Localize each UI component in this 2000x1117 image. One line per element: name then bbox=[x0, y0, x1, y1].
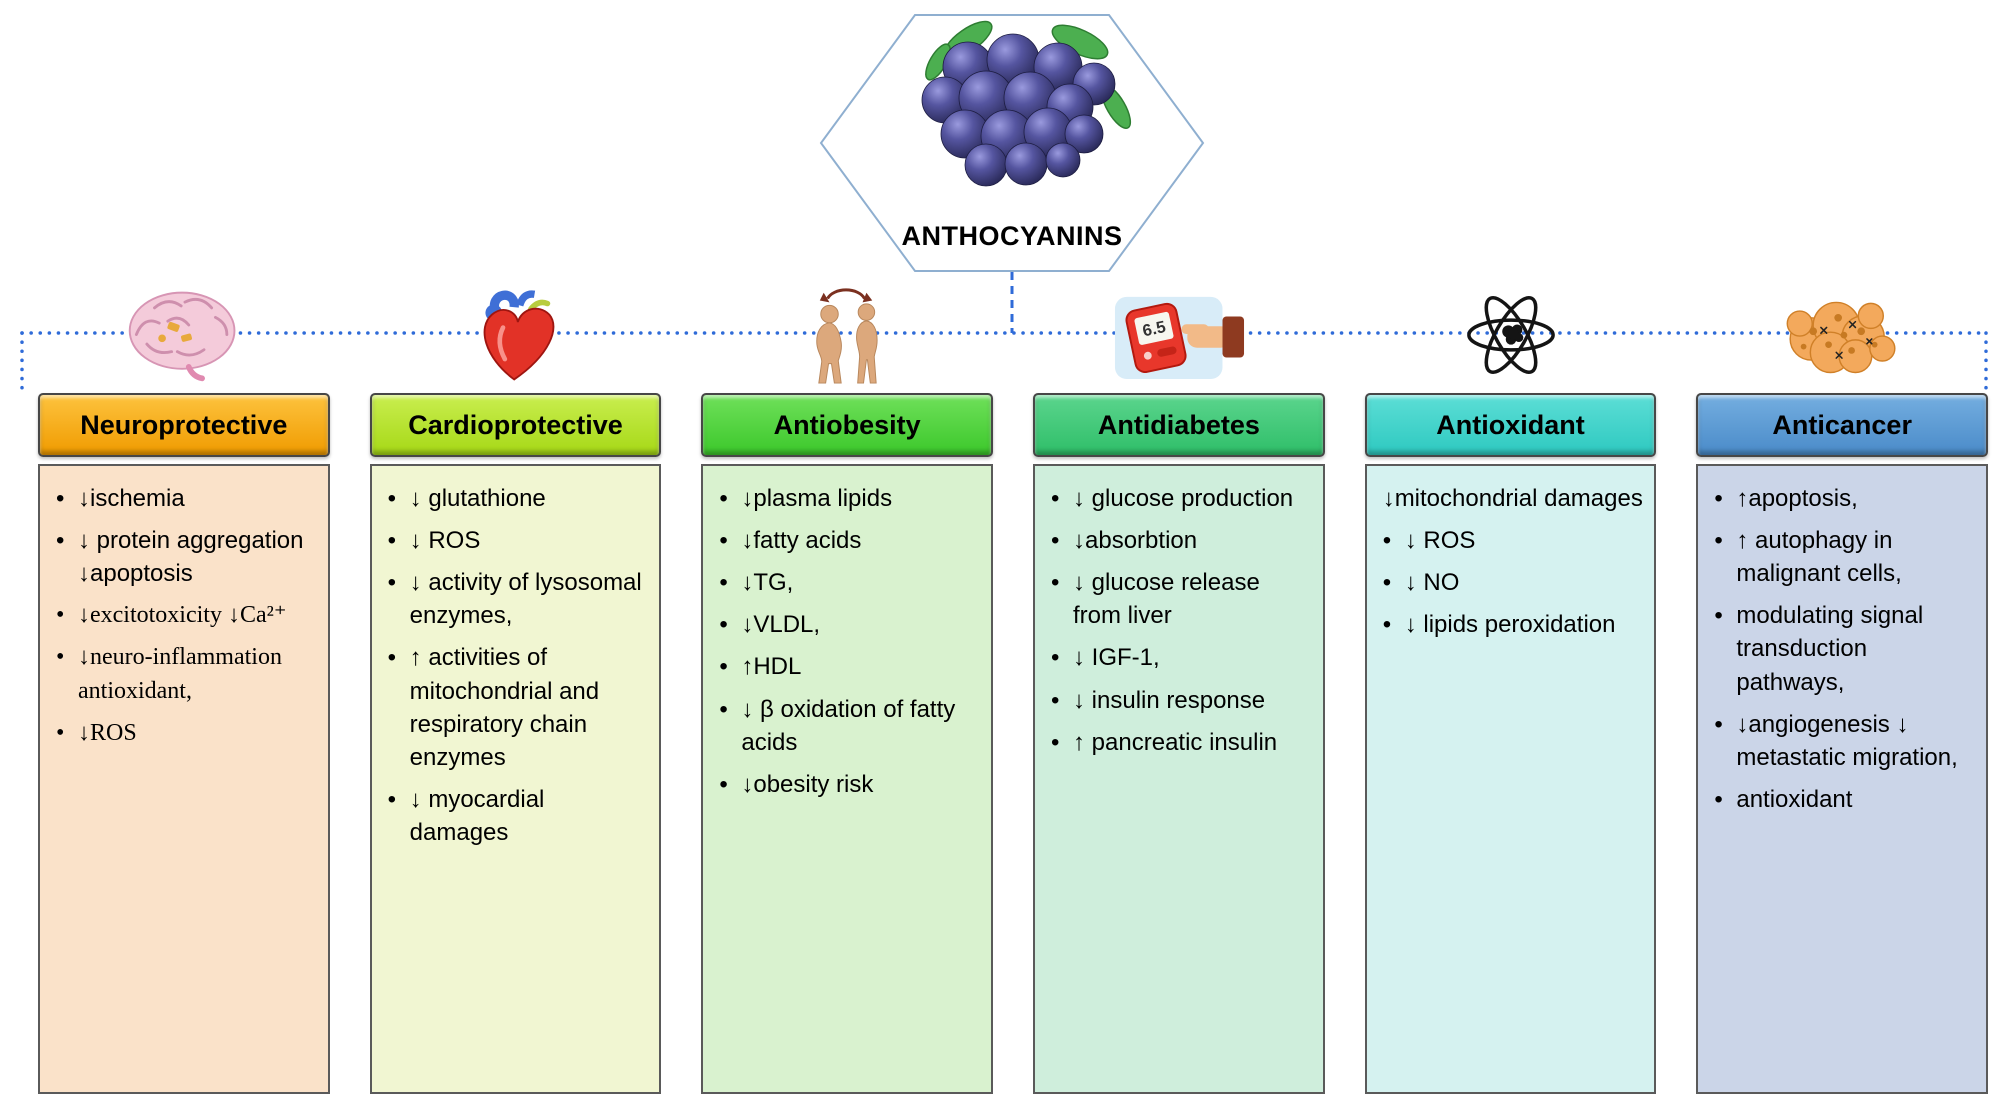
column-items-antidiabetes: ↓ glucose production ↓absorbtion ↓ glucose… bbox=[1033, 464, 1325, 1094]
benefit-item: ↓ glucose release from liver bbox=[1047, 566, 1313, 632]
benefit-item: ↓absorbtion bbox=[1047, 524, 1313, 557]
benefit-item: ↓ NO bbox=[1379, 566, 1645, 599]
benefit-item: modulating signal transduction pathways, bbox=[1710, 599, 1976, 698]
benefit-item: ↓excitotoxicity ↓Ca²⁺ bbox=[52, 599, 318, 632]
benefit-item: antioxidant bbox=[1710, 783, 1976, 816]
benefit-item: ↓mitochondrial damages bbox=[1382, 485, 1643, 512]
benefit-item: ↓ activity of lysosomal enzymes, bbox=[384, 566, 650, 632]
column-antioxidant: Antioxidant ↓mitochondrial damages↓ ROS↓… bbox=[1364, 283, 1657, 1094]
column-header-anticancer: Anticancer bbox=[1696, 393, 1989, 457]
column-cardioprotective: Cardioprotective ↓ glutathione ↓ ROS ↓ act… bbox=[369, 283, 662, 1094]
heart-icon bbox=[370, 283, 662, 385]
benefit-item: ↓ glucose production bbox=[1047, 482, 1313, 515]
benefit-item: ↓angiogenesis ↓ metastatic migration, bbox=[1710, 708, 1976, 774]
benefit-item: ↓VLDL, bbox=[715, 608, 981, 641]
column-items-neuroprotective: ↓ischemia ↓ protein aggregation ↓apoptosi… bbox=[38, 464, 330, 1094]
benefit-item: ↓ ROS bbox=[384, 524, 650, 557]
column-items-antiobesity: ↓plasma lipids ↓fatty acids ↓TG, ↓VLDL, ↑HDL… bbox=[701, 464, 994, 1094]
column-neuroprotective: Neuroprotective ↓ischemia ↓ protein aggre… bbox=[38, 283, 330, 1094]
benefit-item: ↓ IGF-1, bbox=[1047, 641, 1313, 674]
benefit-item: ↓ insulin response bbox=[1047, 684, 1313, 717]
benefit-item: ↓ β oxidation of fatty acids bbox=[715, 693, 981, 759]
column-antidiabetes: 6.5 Antidiabetes ↓ glucose production ↓ab… bbox=[1033, 283, 1325, 1094]
benefit-item: ↓ myocardial damages bbox=[384, 783, 650, 849]
benefit-item: ↓ lipids peroxidation bbox=[1379, 608, 1645, 641]
column-items-cardioprotective: ↓ glutathione ↓ ROS ↓ activity of lysosoma… bbox=[369, 464, 662, 1094]
column-items-antioxidant: ↓mitochondrial damages ↓ ROS ↓ NO ↓ lipids … bbox=[1364, 464, 1657, 1094]
body-silhouettes-icon bbox=[701, 283, 993, 385]
column-header-cardioprotective: Cardioprotective bbox=[369, 393, 662, 457]
benefit-item: ↑apoptosis, bbox=[1710, 482, 1976, 515]
benefit-columns: Neuroprotective ↓ischemia ↓ protein aggre… bbox=[38, 283, 1989, 1094]
column-header-antioxidant: Antioxidant bbox=[1364, 393, 1657, 457]
benefit-item: ↑ autophagy in malignant cells, bbox=[1710, 524, 1976, 590]
column-antiobesity: Antiobesity ↓plasma lipids ↓fatty acids ↓T… bbox=[701, 283, 994, 1094]
benefit-item: ↓neuro-inflammation antioxidant, bbox=[52, 641, 318, 707]
benefit-item: ↓ protein aggregation ↓apoptosis bbox=[52, 524, 318, 590]
benefit-item: ↓plasma lipids bbox=[715, 482, 981, 515]
column-header-antiobesity: Antiobesity bbox=[701, 393, 994, 457]
glucose-reading: 6.5 bbox=[1141, 317, 1168, 340]
cancer-cells-icon bbox=[1696, 283, 1988, 385]
benefit-item: ↓ ROS bbox=[1379, 524, 1645, 557]
column-header-neuroprotective: Neuroprotective bbox=[38, 393, 330, 457]
benefit-item: ↓ROS bbox=[52, 717, 318, 750]
benefit-item: ↓TG, bbox=[715, 566, 981, 599]
glucose-meter-icon: 6.5 bbox=[1033, 283, 1325, 385]
atom-icon bbox=[1365, 283, 1657, 385]
benefit-item: ↓ glutathione bbox=[384, 482, 650, 515]
benefit-item: ↑HDL bbox=[715, 650, 981, 683]
blueberries-image bbox=[921, 20, 1132, 187]
hexagon-shape bbox=[819, 14, 1205, 272]
brain-icon bbox=[38, 283, 330, 385]
column-anticancer: Anticancer ↑apoptosis, ↑ autophagy in mal… bbox=[1696, 283, 1989, 1094]
benefit-item: ↑ pancreatic insulin bbox=[1047, 726, 1313, 759]
benefit-item: ↓fatty acids bbox=[715, 524, 981, 557]
diagram-title: ANTHOCYANINS bbox=[901, 221, 1123, 251]
column-header-antidiabetes: Antidiabetes bbox=[1033, 393, 1325, 457]
benefit-item: ↓ischemia bbox=[52, 482, 318, 515]
benefit-item: ↑ activities of mitochondrial and respir… bbox=[384, 641, 650, 773]
anthocyanins-node: ANTHOCYANINS bbox=[818, 12, 1206, 274]
benefit-item: ↓obesity risk bbox=[715, 768, 981, 801]
column-items-anticancer: ↑apoptosis, ↑ autophagy in malignant cell… bbox=[1696, 464, 1989, 1094]
